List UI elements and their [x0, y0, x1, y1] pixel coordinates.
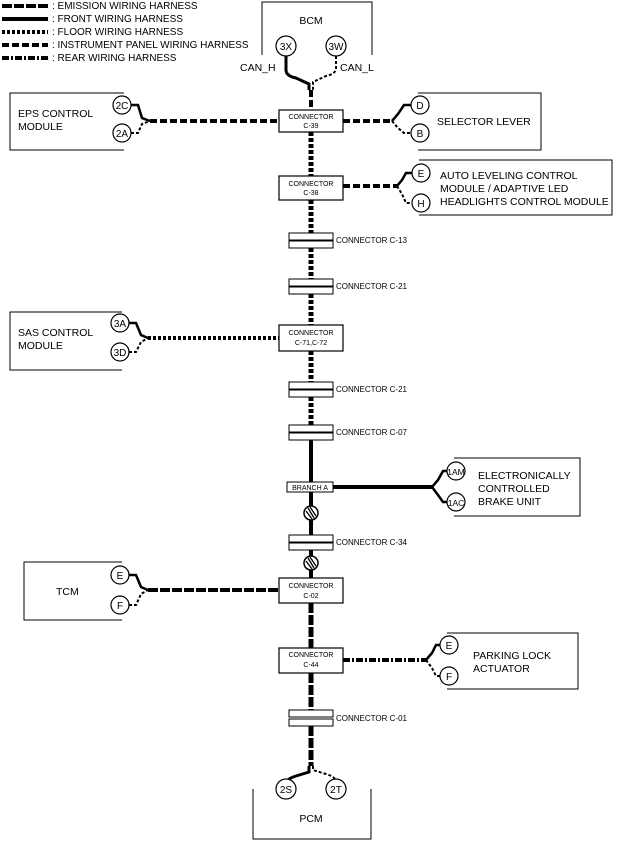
parking-pin1: E: [446, 641, 453, 652]
sas-label-line1: SAS CONTROL: [18, 327, 93, 339]
branch-a: BRANCH A: [286, 481, 334, 493]
connector-c44: CONNECTOR C-44: [278, 647, 344, 674]
eps-label-line2: MODULE: [18, 121, 63, 133]
inline-connector-c01: CONNECTOR C-01: [288, 709, 408, 727]
auto-leveling-pin1: E: [418, 169, 425, 180]
legend-item-floor: : FLOOR WIRING HARNESS: [2, 27, 183, 38]
eps-label-line1: EPS CONTROL: [18, 108, 93, 120]
selector-pin2: B: [417, 129, 424, 140]
inline-connector-label: CONNECTOR C-21: [336, 385, 408, 394]
brake-line3: BRAKE UNIT: [478, 496, 542, 508]
selector-pin1: D: [416, 101, 423, 112]
legend: : EMISSION WIRING HARNESS : FRONT WIRING…: [2, 1, 249, 64]
inline-connector-label: CONNECTOR C-13: [336, 236, 408, 245]
pin-circle: [325, 778, 347, 800]
inline-connector-c21: CONNECTOR C-21: [288, 278, 408, 295]
parking-pin2: F: [446, 672, 452, 683]
connector-c38-line1: CONNECTOR: [289, 181, 334, 188]
brake-line1: ELECTRONICALLY: [478, 470, 571, 482]
connector-c71-c72: CONNECTOR C-71,C-72: [278, 324, 344, 352]
legend-item-instrument: : INSTRUMENT PANEL WIRING HARNESS: [2, 40, 249, 51]
tcm-title: TCM: [56, 586, 79, 598]
brake-unit-module: 1AM 1AC ELECTRONICALLY CONTROLLED BRAKE …: [333, 457, 581, 517]
pin-circle: [446, 461, 466, 481]
legend-item-emission: : EMISSION WIRING HARNESS: [2, 1, 198, 12]
can-l-label: CAN_L: [340, 62, 374, 74]
legend-label: : FLOOR WIRING HARNESS: [52, 27, 183, 38]
brake-pin2: 1AC: [448, 498, 465, 508]
eps-pin2: 2A: [116, 129, 129, 140]
legend-label: : EMISSION WIRING HARNESS: [52, 1, 198, 12]
sas-pin1: 3A: [114, 319, 127, 330]
branch-a-label: BRANCH A: [292, 485, 328, 492]
selector-label: SELECTOR LEVER: [437, 116, 531, 128]
brake-pin1: 1AM: [447, 467, 464, 477]
connector-c39: CONNECTOR C-39: [278, 109, 344, 133]
sas-pin2: 3D: [114, 348, 127, 359]
connector-c39-line1: CONNECTOR: [289, 114, 334, 121]
inline-connector-c34: CONNECTOR C-34: [288, 534, 408, 551]
auto-leveling-line1: AUTO LEVELING CONTROL: [440, 170, 578, 182]
pcm-pin-l: 2T: [330, 785, 342, 796]
legend-label: : INSTRUMENT PANEL WIRING HARNESS: [52, 40, 249, 51]
sas-control-module: SAS CONTROL MODULE 3A 3D: [9, 311, 279, 371]
auto-leveling-pin2: H: [417, 199, 424, 210]
auto-leveling-module: E H AUTO LEVELING CONTROL MODULE / ADAPT…: [343, 159, 613, 216]
bcm-title: BCM: [299, 15, 322, 27]
twisted-pair-icon: [303, 505, 319, 521]
inline-connector-label: CONNECTOR C-21: [336, 282, 408, 291]
connector-c44-line2: C-44: [303, 662, 318, 669]
connector-c02-line2: C-02: [303, 593, 318, 600]
twisted-pair-icon: [303, 555, 319, 571]
pcm-pin-h: 2S: [280, 785, 293, 796]
inline-connector-c07: CONNECTOR C-07: [288, 424, 408, 441]
inline-connector-c13: CONNECTOR C-13: [288, 232, 408, 249]
connector-c02-line1: CONNECTOR: [289, 583, 334, 590]
pcm-title: PCM: [299, 813, 322, 825]
bcm-pin-h: 3X: [280, 42, 293, 53]
bcm-pin-l: 3W: [329, 42, 345, 53]
legend-item-rear: : REAR WIRING HARNESS: [2, 53, 177, 64]
legend-label: : FRONT WIRING HARNESS: [52, 14, 183, 25]
connector-c71-line2: C-71,C-72: [295, 340, 327, 347]
tcm-pin2: F: [117, 601, 123, 612]
brake-line2: CONTROLLED: [478, 483, 550, 495]
can-h-label: CAN_H: [240, 62, 276, 74]
parking-line1: PARKING LOCK: [473, 650, 551, 662]
connector-c02: CONNECTOR C-02: [278, 577, 344, 604]
sas-label-line2: MODULE: [18, 340, 63, 352]
bcm-module: BCM 3X 3W CAN_H CAN_L: [240, 1, 374, 90]
eps-control-module: EPS CONTROL MODULE 2C 2A: [9, 92, 279, 151]
pin-circle: [275, 778, 297, 800]
pin-circle: [411, 193, 431, 213]
connector-c44-line1: CONNECTOR: [289, 652, 334, 659]
inline-connector-c21: CONNECTOR C-21: [288, 381, 408, 398]
inline-connector-label: CONNECTOR C-01: [336, 714, 408, 723]
tcm-module: TCM E F: [23, 561, 279, 621]
inline-connector-label: CONNECTOR C-07: [336, 428, 408, 437]
connector-c39-line2: C-39: [303, 123, 318, 130]
eps-pin1: 2C: [116, 101, 129, 112]
pin-circle: [410, 123, 430, 143]
connector-c71-line1: CONNECTOR: [289, 330, 334, 337]
pcm-module: 2S 2T PCM: [252, 766, 372, 840]
pin-circle: [446, 492, 466, 512]
pin-circle: [410, 95, 430, 115]
inline-connector-label: CONNECTOR C-34: [336, 538, 408, 547]
selector-lever: D B SELECTOR LEVER: [343, 92, 542, 151]
pin-circle: [411, 163, 431, 183]
auto-leveling-line2: MODULE / ADAPTIVE LED: [440, 183, 569, 195]
tcm-pin1: E: [117, 571, 124, 582]
pin-circle: [439, 635, 459, 655]
pin-circle: [439, 666, 459, 686]
auto-leveling-line3: HEADLIGHTS CONTROL MODULE: [440, 196, 609, 208]
parking-lock-actuator: E F PARKING LOCK ACTUATOR: [343, 632, 579, 690]
parking-line2: ACTUATOR: [473, 663, 530, 675]
connector-c38-line2: C-38: [303, 190, 318, 197]
connector-c38: CONNECTOR C-38: [278, 175, 344, 201]
legend-label: : REAR WIRING HARNESS: [52, 53, 177, 64]
legend-item-front: : FRONT WIRING HARNESS: [2, 14, 183, 25]
